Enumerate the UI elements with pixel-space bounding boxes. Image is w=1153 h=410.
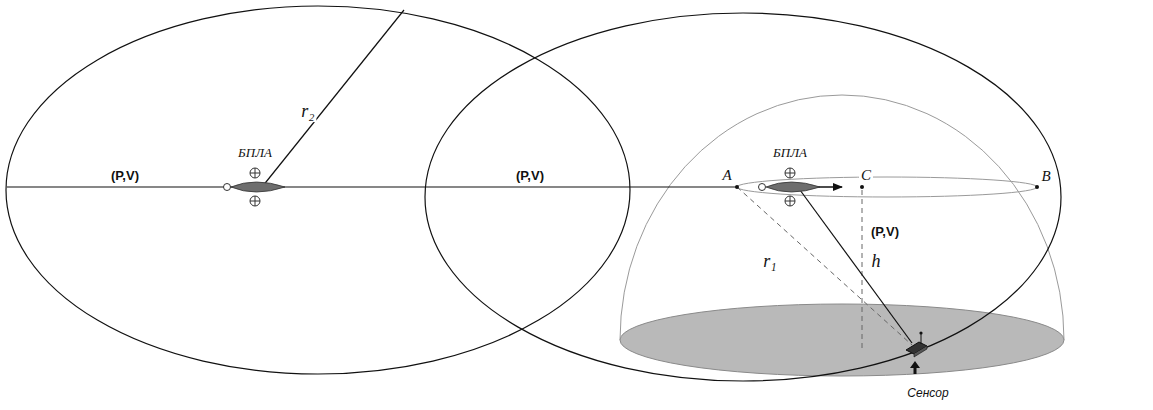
radius-line [737, 187, 912, 345]
sensor-icon [906, 331, 927, 374]
sensor-label: Сенсор [905, 387, 950, 400]
height-label: h [870, 252, 883, 272]
drone-label: БПЛА [771, 146, 809, 160]
radius-label: r₁ [761, 252, 778, 272]
link-line [800, 190, 912, 343]
signal-label: (P,V) [869, 225, 901, 239]
point-label: A [720, 167, 733, 184]
coverage-dome [620, 95, 1064, 340]
point-label: B [1039, 168, 1052, 185]
flight-ring [737, 177, 1037, 197]
point-mark [860, 185, 864, 189]
drone-icon [224, 168, 286, 206]
height-line [862, 190, 863, 350]
range-ellipse [425, 13, 1061, 381]
drone-icon [759, 168, 821, 206]
radius-label: r₂ [299, 102, 316, 122]
drone-label: БПЛА [236, 146, 274, 160]
point-mark [1035, 185, 1039, 189]
flight-line [7, 186, 737, 187]
point-mark [735, 185, 739, 189]
signal-label: (P,V) [109, 169, 141, 183]
signal-label: (P,V) [514, 169, 546, 183]
radius-line [262, 10, 404, 187]
range-ellipse [6, 6, 630, 374]
coverage-base [620, 304, 1064, 376]
point-label: C [859, 167, 873, 184]
